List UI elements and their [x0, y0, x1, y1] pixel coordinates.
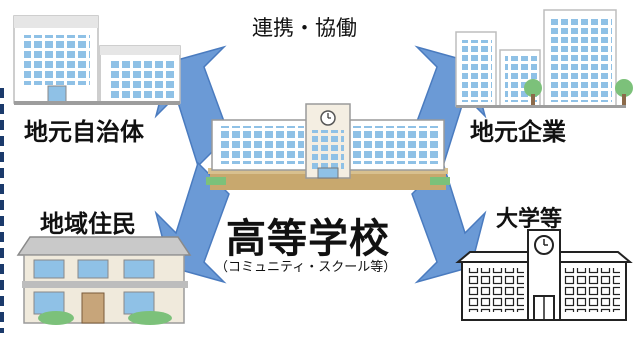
- high-school-subtitle: （コミュニティ・スクール等）: [215, 260, 397, 275]
- high-school-title: 高等学校: [226, 216, 390, 262]
- universities-label: 大学等: [496, 207, 563, 232]
- university-building-icon: [455, 229, 633, 321]
- dashed-left-border: [0, 88, 4, 333]
- local-business-label: 地元企業: [470, 118, 566, 146]
- house-icon: [16, 236, 192, 325]
- office-building-icon: [13, 15, 181, 105]
- arrow-to-universities: [411, 161, 487, 284]
- cooperation-label: 連携・協働: [252, 16, 357, 40]
- tower-building-icon: [455, 9, 633, 108]
- school-building-icon: [206, 103, 450, 190]
- local-government-label: 地元自治体: [24, 118, 144, 146]
- local-residents-label: 地域住民: [40, 210, 136, 238]
